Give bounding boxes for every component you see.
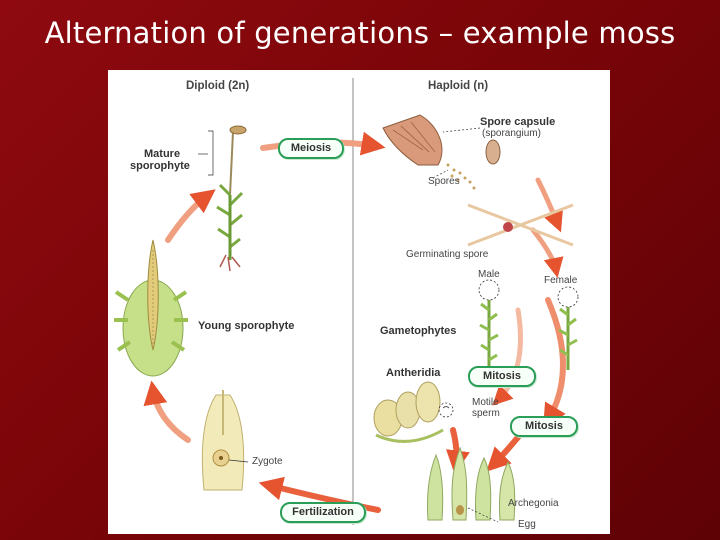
arrow-spores-to-germinate	[535, 177, 563, 233]
label-germinating-spore: Germinating spore	[406, 249, 489, 260]
label-gametophytes: Gametophytes	[380, 325, 457, 337]
life-cycle-figure: Diploid (2n) Haploid (n) Spore capsule (…	[108, 70, 610, 534]
label-zygote: Zygote	[252, 456, 283, 467]
arrow-female-to-mitosis	[543, 297, 566, 429]
pill-fertilization: Fertilization	[280, 502, 366, 523]
label-sperm: sperm	[472, 408, 500, 419]
pill-mitosis-antheridia: Mitosis	[468, 366, 536, 387]
archegonia-illustration	[427, 446, 516, 523]
label-spore-capsule: Spore capsule	[480, 116, 556, 128]
label-young-sporophyte: Young sporophyte	[198, 320, 295, 332]
label-egg: Egg	[518, 519, 536, 530]
arrow-zygote-to-young	[143, 380, 191, 443]
arrow-gametophyte-to-antheridia	[492, 307, 523, 406]
mature-sporophyte-illustration	[216, 125, 247, 272]
label-antheridia: Antheridia	[386, 367, 441, 379]
young-sporophyte-illustration	[114, 239, 188, 377]
slide-title: Alternation of generations – example mos…	[44, 16, 676, 50]
label-sporangium: (sporangium)	[482, 128, 541, 139]
pill-mitosis-archegonia: Mitosis	[510, 416, 578, 437]
arrow-young-to-mature	[165, 189, 216, 243]
label-spores: Spores	[428, 176, 460, 187]
arrow-fertilization	[258, 476, 381, 513]
haploid-header: Haploid (n)	[428, 80, 489, 92]
label-archegonia: Archegonia	[508, 498, 559, 509]
label-motile: Motile	[472, 397, 499, 408]
label-mature: Mature	[144, 148, 181, 160]
diploid-header: Diploid (2n)	[186, 80, 250, 92]
antheridia-illustration	[373, 381, 454, 443]
zygote-illustration	[201, 390, 249, 491]
spore-capsule-illustration	[382, 114, 501, 190]
label-male: Male	[478, 269, 500, 280]
male-gametophyte-illustration	[478, 279, 500, 375]
pill-meiosis: Meiosis	[278, 138, 344, 159]
arrow-germinate-to-female	[530, 227, 564, 278]
leader-lines	[198, 130, 214, 176]
female-gametophyte-illustration	[557, 286, 579, 370]
germinating-spore-illustration	[467, 203, 574, 247]
label-female: Female	[544, 275, 578, 286]
label-sporophyte: sporophyte	[130, 160, 190, 172]
